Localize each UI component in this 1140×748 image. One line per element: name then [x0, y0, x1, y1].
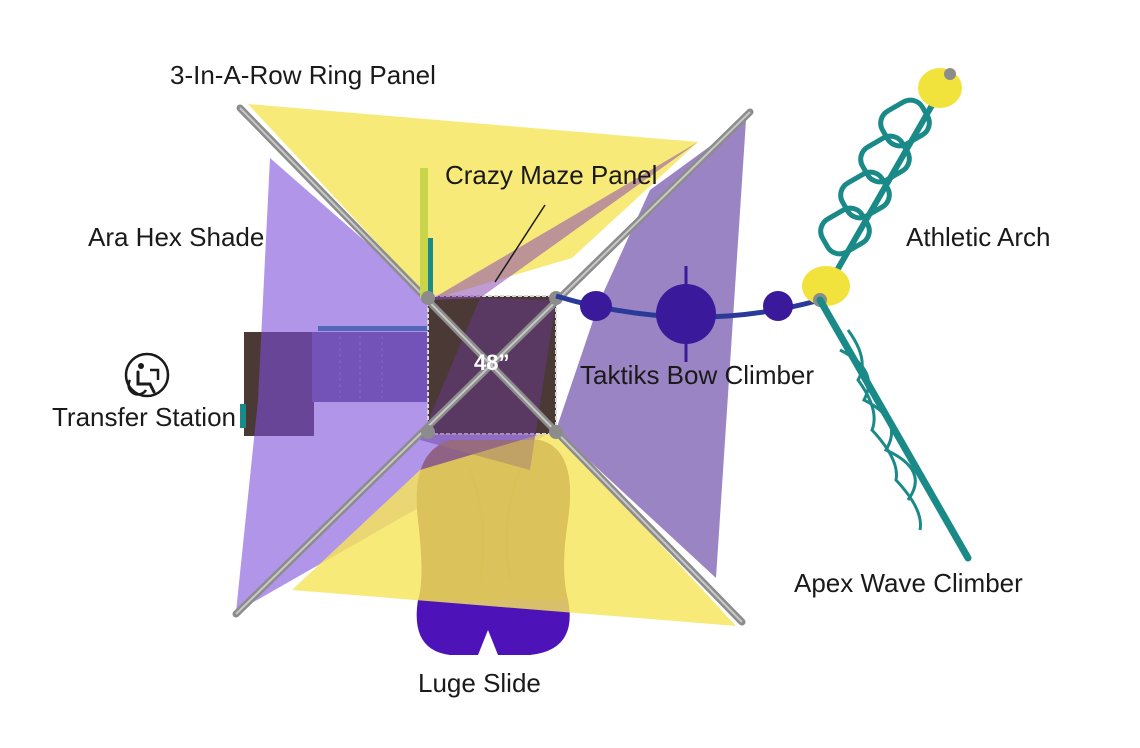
athletic-arch — [802, 68, 962, 307]
label-athletic-arch: Athletic Arch — [906, 222, 1051, 252]
maze-panel-post — [420, 168, 433, 298]
apex-wave-climber — [816, 296, 972, 562]
ara-hex-shade — [236, 158, 555, 612]
label-wave-climber: Apex Wave Climber — [794, 568, 1023, 598]
label-bow-climber: Taktiks Bow Climber — [580, 360, 814, 390]
right-purple-shade — [556, 120, 746, 578]
support-posts — [232, 104, 754, 626]
label-luge-slide: Luge Slide — [418, 668, 541, 698]
ring-panel-shade — [248, 104, 698, 300]
label-deck-dimension: 48” — [474, 350, 509, 375]
label-maze-panel: Crazy Maze Panel — [445, 160, 657, 190]
lower-yellow-shade — [292, 430, 736, 626]
wheelchair-transfer-icon — [124, 352, 170, 398]
slide-overlay — [416, 440, 571, 600]
center-crossing-shade — [420, 298, 556, 470]
deck-corner-posts — [421, 291, 563, 439]
maze-panel-leader-line — [494, 204, 546, 283]
label-transfer-station: Transfer Station — [52, 402, 236, 432]
taktiks-bow-climber — [555, 266, 821, 362]
label-hex-shade: Ara Hex Shade — [88, 222, 264, 252]
label-ring-panel: 3-In-A-Row Ring Panel — [170, 60, 436, 90]
